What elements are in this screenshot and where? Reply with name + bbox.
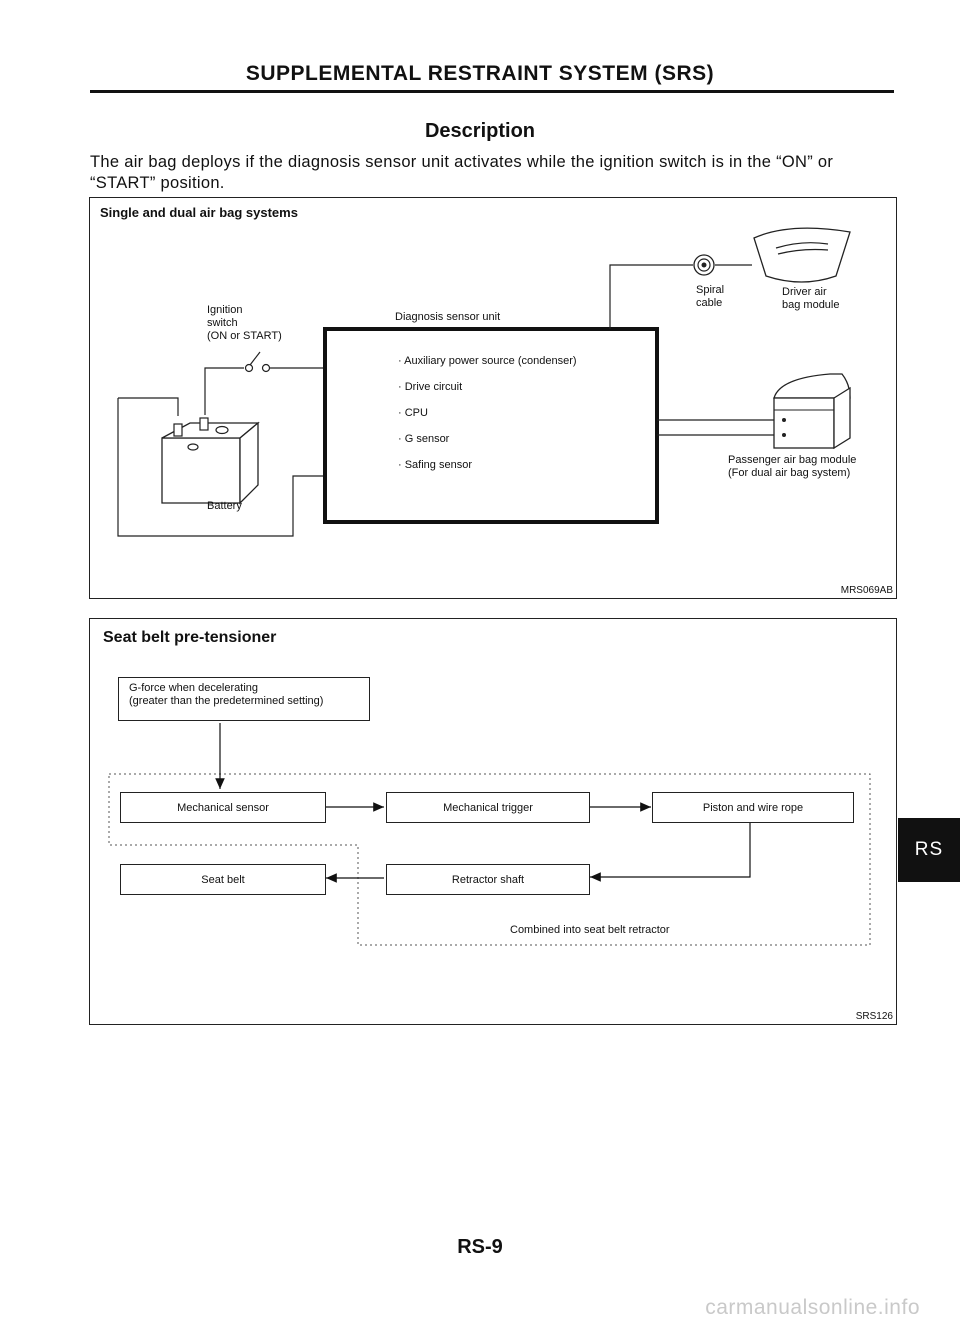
figure-pretensioner: Seat belt pre-tensioner G-force when dec…	[89, 618, 897, 1025]
diag-item: · Safing sensor	[398, 459, 472, 471]
switch-contact-icon	[244, 363, 254, 373]
diagnosis-unit-box	[323, 327, 659, 524]
airbag-wiring-diagram	[117, 227, 851, 537]
diagnosis-unit-label: Diagnosis sensor unit	[395, 311, 501, 323]
passenger-airbag-icon	[773, 373, 851, 450]
retractor-shaft-box: Retractor shaft	[386, 864, 590, 895]
figure1-code: MRS069AB	[840, 585, 893, 596]
gforce-box: G-force when decelerating (greater than …	[118, 677, 370, 721]
combined-label: Combined into seat belt retractor	[510, 924, 670, 936]
mechanical-sensor-box: Mechanical sensor	[120, 792, 326, 823]
figure-airbag-systems: Single and dual air bag systems Ignition…	[89, 197, 897, 599]
piston-wire-rope-box: Piston and wire rope	[652, 792, 854, 823]
diag-item: · G sensor	[398, 433, 450, 445]
passenger-airbag-label: Passenger air bag module (For dual air b…	[728, 454, 857, 479]
battery-icon	[161, 417, 260, 505]
section-title: Description	[424, 120, 536, 142]
pretensioner-flow-diagram	[108, 723, 871, 946]
spiral-cable-icon	[693, 254, 715, 276]
driver-airbag-label: Driver air bag module	[782, 286, 840, 311]
battery-label: Battery	[207, 500, 242, 512]
intro-paragraph: The air bag deploys if the diagnosis sen…	[90, 153, 834, 192]
figure2-title: Seat belt pre-tensioner	[103, 629, 277, 646]
diagnosis-item-list: · Auxiliary power source (condenser) · D…	[398, 355, 577, 485]
diag-item: · CPU	[398, 407, 428, 419]
diag-item: · Drive circuit	[398, 381, 463, 393]
ignition-switch-label: Ignition switch (ON or START)	[207, 304, 282, 342]
watermark: carmanualsonline.info	[705, 1296, 920, 1319]
figure2-code: SRS126	[855, 1011, 893, 1022]
diag-item: · Auxiliary power source (condenser)	[398, 355, 577, 367]
page-header-title: SUPPLEMENTAL RESTRAINT SYSTEM (SRS)	[245, 62, 715, 85]
mechanical-trigger-box: Mechanical trigger	[386, 792, 590, 823]
driver-airbag-icon	[753, 227, 851, 283]
page-number: RS-9	[457, 1236, 503, 1258]
figure1-title: Single and dual air bag systems	[100, 205, 298, 220]
header-rule	[90, 90, 894, 93]
section-tab-rs: RS	[898, 818, 960, 882]
spiral-cable-label: Spiral cable	[696, 284, 725, 309]
seat-belt-box: Seat belt	[120, 864, 326, 895]
